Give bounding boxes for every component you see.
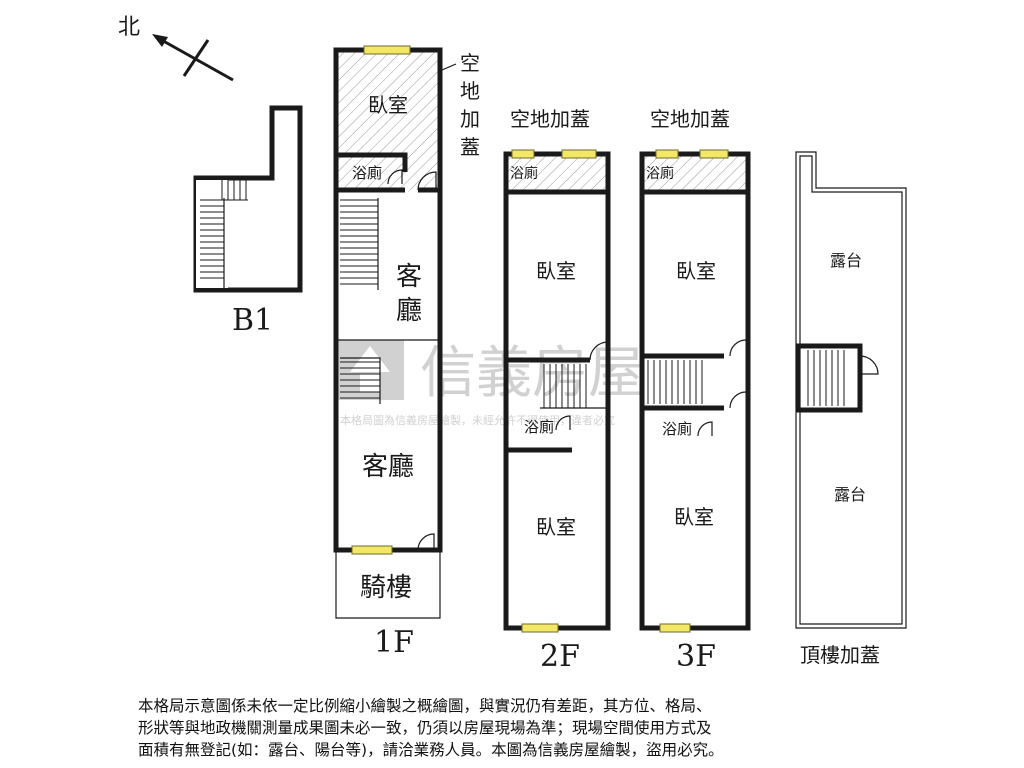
floor-label-2f: 2F <box>540 639 580 674</box>
watermark: 信義房屋 本格局圖為信義房屋繪製，未經允許不得使用，違者必究 <box>336 340 644 427</box>
2f-bedroom-top-label: 臥室 <box>536 259 576 283</box>
door-icon <box>697 339 747 437</box>
1f-inner-stairs <box>340 357 381 404</box>
floor-b1: B1 <box>193 105 303 338</box>
1f-stairs <box>340 198 379 290</box>
3f-window-bottom <box>659 623 691 633</box>
2f-bath-top-label: 浴廁 <box>510 165 538 182</box>
disclaimer: 本格局示意圖係未依一定比例縮小繪製之概繪圖，與實況仍有差距，其方位、格局、 形狀… <box>138 695 898 761</box>
2f-bedroom-bottom-label: 臥室 <box>536 515 576 539</box>
door-icon <box>859 355 879 375</box>
rooftop-terrace-top-label: 露台 <box>830 251 862 270</box>
1f-living-upper-label: 客廳 <box>396 262 422 326</box>
3f-bath-mid-label: 浴廁 <box>662 420 692 438</box>
disclaimer-line: 本格局示意圖係未依一定比例縮小繪製之概繪圖，與實況仍有差距，其方位、格局、 <box>138 697 712 715</box>
floor-2f: 浴廁 臥室 浴廁 臥室 空地加蓋 2F <box>503 107 611 674</box>
compass-north-label: 北 <box>118 15 140 40</box>
rooftop-terrace-bottom-label: 露台 <box>834 485 866 504</box>
1f-bedroom-label: 臥室 <box>368 93 408 117</box>
1f-annex-label: 空地加蓋 <box>460 51 480 159</box>
b1-stairs <box>196 180 248 288</box>
2f-annex-label: 空地加蓋 <box>510 107 590 131</box>
door-icon <box>387 169 437 191</box>
3f-bedroom-top-label: 臥室 <box>676 259 716 283</box>
1f-window-top <box>363 45 411 55</box>
north-arrow-icon <box>152 34 234 82</box>
floor-1f: 臥室 浴廁 客廳 客廳 騎樓 空地加蓋 1F <box>333 45 480 660</box>
floor-label-rooftop: 頂樓加蓋 <box>800 643 880 667</box>
2f-window-top <box>511 149 597 159</box>
1f-window-bottom <box>351 545 393 555</box>
1f-bath-label: 浴廁 <box>352 164 382 182</box>
1f-front-door-icon <box>417 533 435 551</box>
2f-window-bottom <box>521 623 559 633</box>
door-icon <box>555 341 609 431</box>
1f-arcade-label: 騎樓 <box>360 573 412 603</box>
rooftop-stairs <box>807 350 845 406</box>
1f-living-lower-label: 客廳 <box>362 452 414 482</box>
compass: 北 <box>118 15 234 82</box>
2f-stairs <box>540 364 608 409</box>
watermark-notice: 本格局圖為信義房屋繪製，未經允許不得使用，違者必究 <box>340 413 615 427</box>
floor-label-1f: 1F <box>374 625 414 660</box>
3f-bath-top-label: 浴廁 <box>646 165 674 182</box>
2f-bath-mid-label: 浴廁 <box>524 418 554 436</box>
disclaimer-line: 面積有無登記(如：露台、陽台等)，請洽業務人員。本圖為信義房屋繪製，盜用必究。 <box>138 741 724 759</box>
floor-3f: 浴廁 臥室 浴廁 臥室 空地加蓋 3F <box>639 107 751 674</box>
disclaimer-line: 形狀等與地政機關測量成果圖未必一致，仍須以房屋現場為準；現場空間使用方式及 <box>138 719 712 737</box>
3f-bedroom-bottom-label: 臥室 <box>674 505 714 529</box>
3f-window-top <box>655 149 729 159</box>
floor-rooftop: 露台 露台 頂樓加蓋 <box>795 151 907 667</box>
brand-logo-icon <box>336 340 404 400</box>
3f-stairs <box>647 360 703 404</box>
floor-label-b1: B1 <box>232 303 273 338</box>
3f-annex-label: 空地加蓋 <box>650 107 730 131</box>
floor-label-3f: 3F <box>676 639 716 674</box>
